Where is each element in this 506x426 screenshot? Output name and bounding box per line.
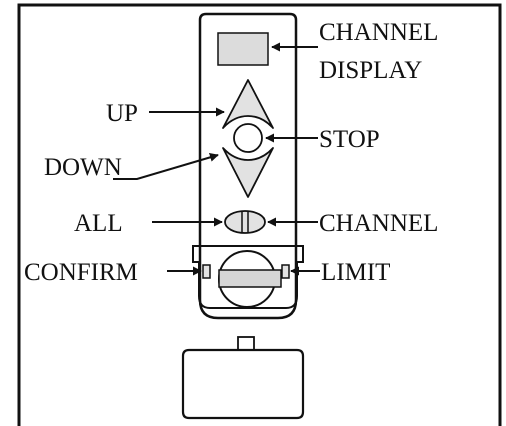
label-up: UP: [106, 100, 138, 127]
label-channel: CHANNEL: [319, 210, 438, 237]
confirm-button[interactable]: [202, 264, 211, 279]
label-all: ALL: [74, 210, 123, 237]
limit-button[interactable]: [281, 264, 290, 279]
all-channel-button[interactable]: [224, 210, 266, 234]
label-channel-display-2: DISPLAY: [319, 57, 422, 84]
arrow-down: [113, 152, 219, 180]
label-channel-display-1: CHANNEL: [319, 19, 438, 46]
label-stop: STOP: [319, 126, 380, 153]
bay-frame: [192, 245, 304, 309]
up-button[interactable]: [222, 79, 274, 129]
battery-cover: [181, 348, 305, 420]
label-down: DOWN: [44, 154, 122, 181]
battery-dial-bar: [218, 269, 282, 288]
frame-border: [17, 3, 502, 426]
cover-tab: [237, 336, 255, 351]
stop-button[interactable]: [233, 123, 263, 153]
channel-display-screen: [217, 32, 269, 66]
label-confirm: CONFIRM: [24, 259, 138, 286]
down-button[interactable]: [222, 147, 274, 198]
label-limit: LIMIT: [321, 259, 390, 286]
